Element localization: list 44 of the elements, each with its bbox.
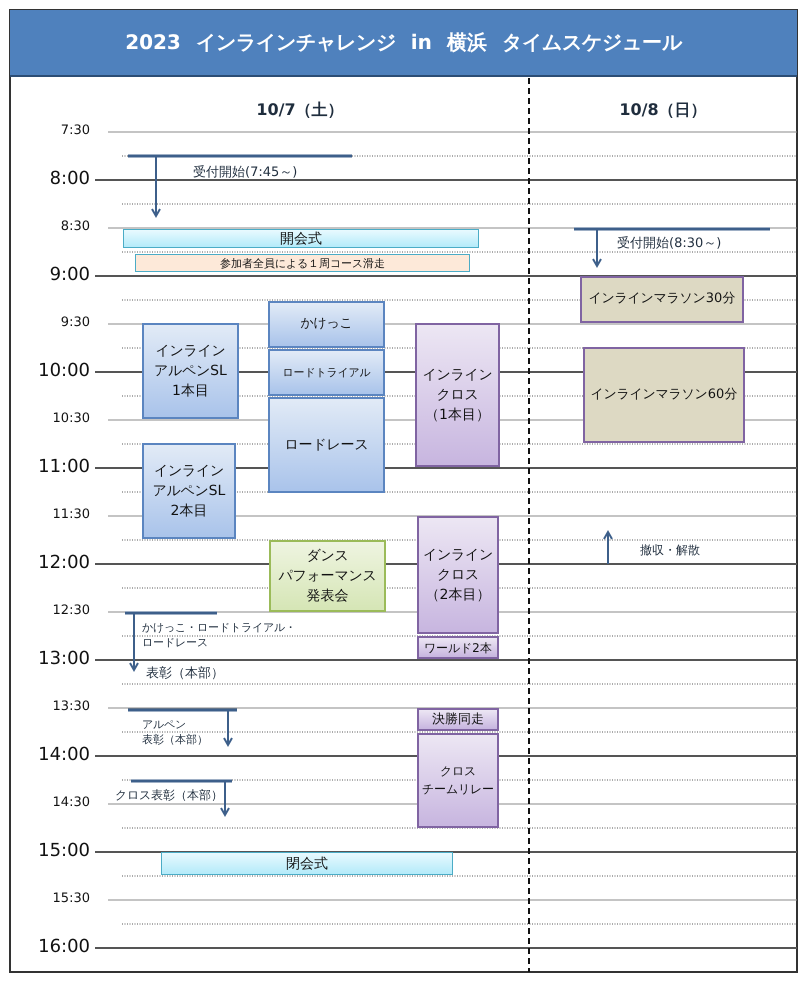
time-label: 16:00 [38, 936, 90, 957]
note-text: クロス表彰（本部） [115, 787, 223, 804]
time-label: 14:30 [52, 795, 90, 810]
time-label: 8:00 [50, 168, 90, 189]
time-label: 8:30 [60, 219, 90, 234]
time-label: 13:30 [52, 699, 90, 714]
event-box: ダンスパフォーマンス発表会 [269, 540, 386, 612]
note-text: 受付開始(8:30～) [617, 235, 722, 252]
event-box: ワールド2本 [417, 636, 499, 659]
event-bar: 参加者全員による１周コース滑走 [135, 254, 470, 272]
event-box: インラインマラソン30分 [580, 276, 744, 323]
time-label: 11:00 [38, 456, 90, 477]
note-text: 受付開始(7:45～) [193, 164, 298, 181]
time-label: 15:30 [52, 891, 90, 906]
time-label: 14:00 [38, 744, 90, 765]
event-box: ロードレース [268, 397, 385, 493]
note-text: アルペン表彰（本部） [142, 717, 208, 748]
event-bar: 閉会式 [161, 852, 453, 875]
event-box: インラインアルペンSL1本目 [142, 323, 239, 419]
note-text: 撤収・解散 [640, 542, 700, 559]
time-label: 11:30 [52, 507, 90, 522]
time-label: 10:00 [38, 360, 90, 381]
event-box: クロスチームリレー [417, 733, 499, 828]
event-box: インラインクロス（2本目） [417, 516, 499, 634]
event-box: インラインマラソン60分 [583, 347, 745, 443]
time-label: 15:00 [38, 840, 90, 861]
time-label: 13:00 [38, 648, 90, 669]
note-text: 表彰（本部） [146, 665, 224, 682]
event-box: インラインアルペンSL2本目 [142, 443, 236, 539]
event-box: ロードトライアル [268, 349, 385, 396]
time-label: 9:00 [50, 264, 90, 285]
event-box: 決勝同走 [417, 708, 499, 731]
day-header: 10/8（日） [618, 100, 708, 121]
time-label: 12:30 [52, 603, 90, 618]
event-box: インラインクロス（1本目） [415, 323, 500, 467]
title-bar: 2023 インラインチャレンジ in 横浜 タイムスケジュール [10, 10, 797, 77]
time-label: 10:30 [52, 411, 90, 426]
day-header: 10/7（土） [255, 100, 345, 121]
note-text: かけっこ・ロードトライアル・ロードレース [142, 620, 296, 651]
time-label: 12:00 [38, 552, 90, 573]
time-label: 9:30 [60, 315, 90, 330]
time-label: 7:30 [60, 123, 90, 138]
event-box: かけっこ [268, 301, 385, 348]
event-bar: 開会式 [123, 229, 479, 248]
